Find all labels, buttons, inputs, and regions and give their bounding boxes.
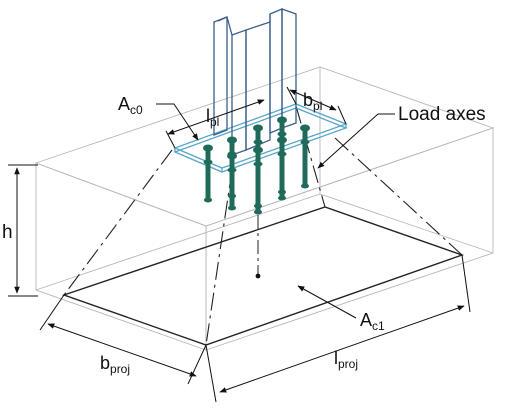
label-lpl: lpl <box>206 106 219 129</box>
label-bproj: bproj <box>100 353 130 376</box>
anchor-rod <box>203 144 213 203</box>
load-spread-lines <box>63 105 463 346</box>
anchor-rod <box>227 152 237 211</box>
projected-area-ac1 <box>61 206 465 346</box>
anchor-rods <box>203 116 310 215</box>
height-dimension <box>8 164 38 297</box>
lproj-dimension <box>205 254 471 403</box>
label-load-axes: Load axes <box>398 104 486 125</box>
bproj-dimension <box>39 294 207 385</box>
label-h: h <box>2 222 13 243</box>
anchor-rod <box>253 146 263 215</box>
label-ac0: Ac0 <box>118 94 143 117</box>
anchor-rod <box>300 124 310 189</box>
label-ac1: Ac1 <box>360 310 385 333</box>
label-bpl: bpl <box>303 90 322 113</box>
leader-lines <box>156 86 395 319</box>
label-lproj: lproj <box>334 348 358 371</box>
concrete-block <box>34 66 495 351</box>
labels: Ac0 lpl bpl Load axes h Ac1 bproj lproj <box>2 90 486 376</box>
anchor-rod <box>277 136 287 195</box>
